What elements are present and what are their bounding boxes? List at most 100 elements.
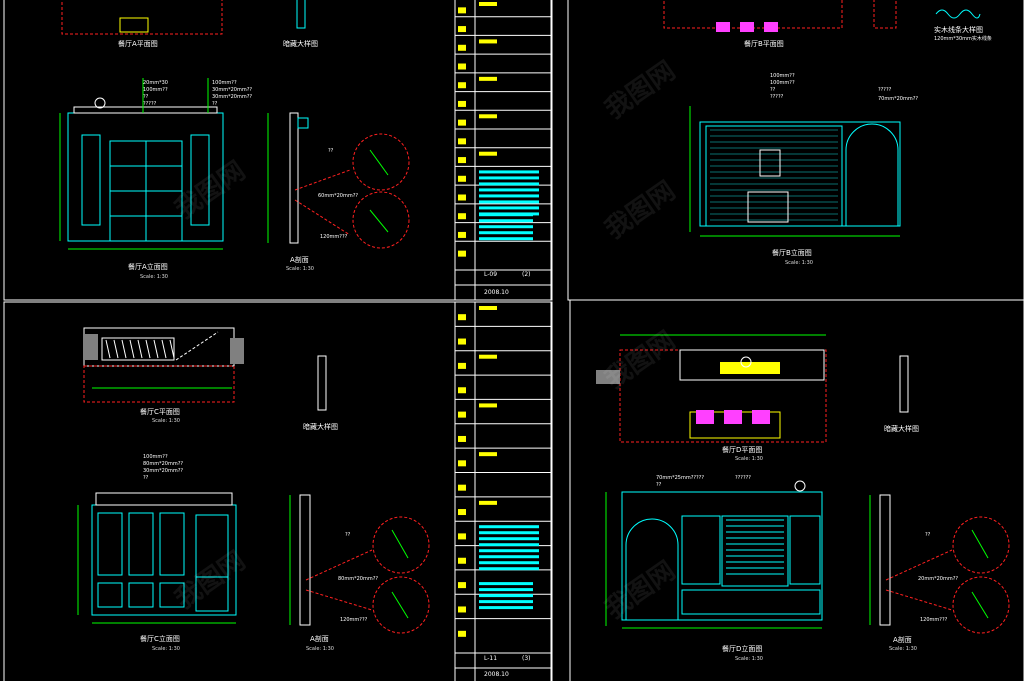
plan-b-chair — [716, 22, 730, 32]
titleblock-2-yellow-tick — [458, 435, 466, 442]
elev-b-dim-1: 100mm?? — [770, 73, 795, 79]
plan-a-table — [119, 17, 149, 33]
elev-c-lower-panel — [159, 582, 185, 608]
plan-c-wall — [230, 338, 244, 364]
elev-c-dim-1: 100mm?? — [143, 454, 168, 460]
titleblock-1-cyan-text — [479, 176, 539, 180]
titleblock-2-cyan-text — [479, 567, 539, 571]
detail-d-piece — [899, 355, 909, 413]
elev-b-arch — [845, 123, 899, 226]
titleblock-2-yellow-tick — [458, 582, 466, 589]
detail-b-profile — [935, 9, 981, 19]
elev-b-console — [747, 191, 789, 223]
elev-a-dim-3: ?? — [143, 94, 149, 100]
titleblock-1-yellow-tick — [458, 44, 466, 51]
plan-a-detail — [296, 0, 306, 29]
elev-c-dim-4: ?? — [143, 475, 149, 481]
titleblock-1-date: 2008.10 — [484, 289, 509, 296]
section-c-dim-2: 80mm*20mm?? — [338, 576, 379, 582]
plan-a-title: 餐厅A平面图 — [118, 40, 158, 48]
titleblock-2-yellow-tick — [458, 557, 466, 564]
elev-b-scale: Scale: 1:30 — [785, 260, 813, 266]
titleblock-2-cyan-text — [479, 588, 533, 592]
section-a-dim-3: 120mm??? — [320, 234, 348, 240]
titleblock-1-cyan-text — [479, 170, 539, 174]
elev-a-dim-4: ????? — [143, 101, 157, 107]
section-d-leader — [885, 589, 953, 611]
elev-a-dim2-2: 30mm*20mm?? — [212, 87, 253, 93]
elev-d-base — [681, 589, 821, 615]
section-a-callout-1 — [352, 133, 410, 191]
elev-a-dim-1: 20mm*30 — [143, 80, 168, 86]
elev-d-left-panel — [681, 515, 721, 585]
titleblock-1-cyan-text — [479, 219, 533, 223]
plan-b-chair — [764, 22, 778, 32]
section-a-leader — [294, 169, 351, 191]
elev-c-upper-panel — [159, 512, 185, 576]
elev-d-arch — [625, 518, 679, 620]
section-d-dim-3: 120mm??? — [920, 617, 948, 623]
titleblock-2-page: (3) — [522, 655, 531, 662]
elev-c-upper-panel — [97, 512, 123, 576]
section-a-profile — [369, 209, 389, 233]
titleblock-2-frame — [454, 301, 552, 681]
titleblock-1-yellow-tick — [458, 194, 466, 201]
elev-c-title: 餐厅C立面图 — [140, 635, 180, 643]
titleblock-2-cyan-text — [479, 549, 539, 553]
titleblock-1-yellow-tick — [458, 213, 466, 220]
elev-d-title: 餐厅D立面图 — [722, 645, 763, 653]
titleblock-2-cyan-text — [479, 600, 533, 604]
section-d-profile — [971, 591, 989, 619]
plan-c-title: 餐厅C平面图 — [140, 408, 180, 416]
titleblock-1-cyan-text — [479, 194, 539, 198]
detail-b-title: 实木线条大样图 — [934, 26, 983, 34]
titleblock-2-yellow-bar — [479, 306, 497, 310]
titleblock-1-cyan-text — [479, 200, 539, 204]
plan-c-scale: Scale: 1:30 — [152, 418, 180, 424]
plan-d-scale: Scale: 1:30 — [735, 456, 763, 462]
elev-a-title: 餐厅A立面图 — [128, 263, 168, 271]
detail-b-note: 120mm*30mm实木线条 — [934, 36, 992, 42]
titleblock-2-cyan-text — [479, 531, 539, 535]
plan-a-outline — [61, 0, 223, 35]
sheet-border-bl — [3, 301, 553, 681]
titleblock-2-yellow-tick — [458, 630, 466, 637]
detail-d-title: 暗藏大样图 — [884, 425, 919, 433]
section-c-scale: Scale: 1:30 — [306, 646, 334, 652]
section-a-profile — [369, 149, 389, 176]
titleblock-2-yellow-tick — [458, 411, 466, 418]
plan-c-hatch — [169, 339, 175, 359]
elev-d-frame — [621, 491, 823, 621]
section-a-scale: Scale: 1:30 — [286, 266, 314, 272]
elev-d-window — [721, 515, 789, 587]
titleblock-2-cyan-text — [479, 543, 539, 547]
plan-c-hatch — [121, 339, 127, 359]
titleblock-1-yellow-tick — [458, 63, 466, 70]
plan-c-hatch — [113, 339, 119, 359]
titleblock-2-yellow-bar — [479, 403, 497, 408]
titleblock-1-yellow-tick — [458, 100, 466, 107]
elev-d-dim-2: ?????? — [735, 475, 751, 481]
titleblock-2-yellow-tick — [458, 314, 466, 321]
elev-c-dim-3: 30mm*20mm?? — [143, 468, 184, 474]
section-a-wall — [289, 112, 299, 244]
titleblock-1-yellow-tick — [458, 157, 466, 164]
section-d-leader — [885, 549, 953, 581]
titleblock-1-yellow-bar — [479, 76, 497, 81]
elev-c-scale: Scale: 1:30 — [152, 646, 180, 652]
section-c-leader — [305, 549, 373, 581]
elev-a-dim2-4: ?? — [212, 101, 218, 107]
titleblock-2-cyan-text — [479, 561, 539, 565]
section-d-callout-1 — [952, 516, 1010, 574]
section-a-top — [297, 117, 309, 129]
plan-c-sideboard — [101, 337, 175, 361]
titleblock-2-yellow-tick — [458, 338, 466, 345]
elev-d-right-panel — [789, 515, 821, 585]
plan-d-chair — [696, 410, 714, 424]
titleblock-2-yellow-tick — [458, 460, 466, 467]
elev-c-lower-panel — [97, 582, 123, 608]
elev-c-dim-2: 80mm*20mm?? — [143, 461, 184, 467]
titleblock-1-yellow-bar — [479, 2, 497, 6]
section-d-dim-1: ?? — [925, 532, 931, 538]
titleblock-1-yellow-tick — [458, 231, 466, 238]
